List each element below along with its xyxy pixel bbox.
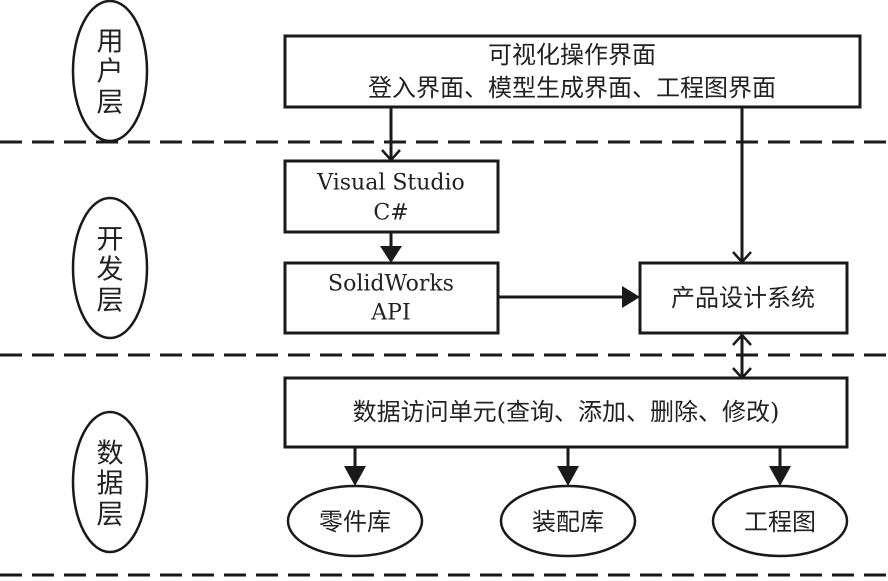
node-dau-label: 数据访问单元(查询、添加、删除、修改)	[353, 398, 780, 426]
layer-user-ellipse	[71, 0, 149, 143]
layer-dev-char: 开	[97, 225, 124, 256]
node-vs-line2: C#	[373, 201, 408, 226]
layer-data: 数 据 层	[71, 410, 149, 554]
arrowhead-solid-down-icon	[380, 246, 402, 263]
node-asm-ellipse	[499, 484, 637, 558]
node-ui-box	[283, 34, 862, 109]
layer-user-char: 户	[97, 57, 124, 88]
layer-dev-char: 发	[97, 255, 124, 286]
layer-user: 用 户 层	[71, 0, 149, 143]
node-sw-line2: API	[370, 301, 410, 326]
node-parts: 零件库	[286, 484, 424, 558]
node-pds-label: 产品设计系统	[671, 284, 815, 312]
layer-data-char: 数	[97, 439, 124, 470]
node-pds: 产品设计系统	[638, 261, 849, 335]
node-drw-label: 工程图	[744, 508, 816, 536]
node-parts-label: 零件库	[319, 508, 391, 536]
node-drw-ellipse	[711, 484, 849, 558]
layer-data-ellipse	[71, 410, 149, 554]
node-drw: 工程图	[711, 484, 849, 558]
arrowhead-solid-down-icon	[557, 466, 579, 486]
node-asm-label: 装配库	[532, 508, 604, 536]
node-ui: 可视化操作界面 登入界面、模型生成界面、工程图界面	[283, 34, 862, 109]
layer-user-char: 用	[97, 27, 124, 58]
arrowhead-up-icon	[732, 333, 752, 346]
node-asm: 装配库	[499, 484, 637, 558]
layer-data-char: 层	[97, 500, 124, 531]
layer-dev-ellipse	[71, 196, 149, 340]
arrowhead-solid-down-icon	[769, 466, 791, 486]
arrowhead-solid-right-icon	[622, 286, 640, 308]
node-sw-box	[283, 261, 500, 335]
node-vs-line1: Visual Studio	[316, 171, 465, 196]
layer-user-char: 层	[97, 88, 124, 119]
node-sw: SolidWorks API	[283, 261, 500, 335]
layer-dev: 开 发 层	[71, 196, 149, 340]
node-parts-ellipse	[286, 484, 424, 558]
node-ui-title: 可视化操作界面	[488, 41, 656, 69]
node-vs-box	[283, 159, 500, 234]
node-sw-line1: SolidWorks	[328, 272, 454, 297]
node-vs: Visual Studio C#	[283, 159, 500, 234]
node-ui-subtitle: 登入界面、模型生成界面、工程图界面	[368, 74, 776, 102]
layer-dev-char: 层	[97, 286, 124, 317]
arrowhead-solid-down-icon	[344, 466, 366, 486]
layer-data-char: 据	[97, 469, 124, 500]
node-dau-box	[283, 376, 849, 449]
node-dau: 数据访问单元(查询、添加、删除、修改)	[283, 376, 849, 449]
node-pds-box	[638, 261, 849, 335]
